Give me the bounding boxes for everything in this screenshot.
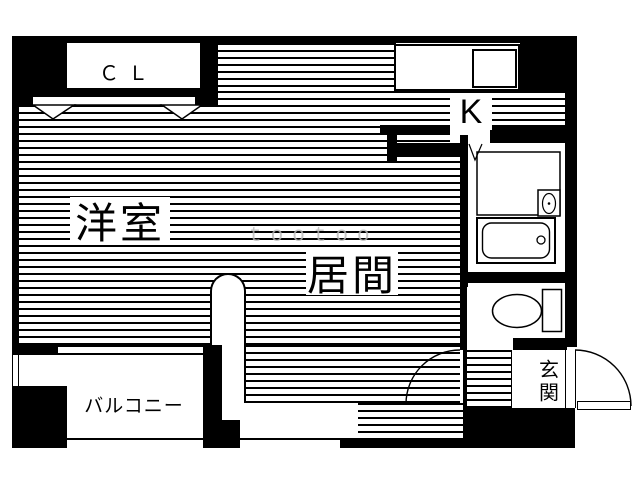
- wall-hallway-left: [463, 338, 467, 410]
- pillar-closet-right: [200, 36, 218, 107]
- wall-bathroom-left: [460, 135, 468, 287]
- floor-hatch-below-closet: [19, 105, 218, 126]
- wall-genkan-mass: [463, 408, 575, 448]
- bathroom-area: [468, 143, 565, 277]
- floor-hatch-living-lower: [222, 345, 460, 403]
- balcony-window: [58, 347, 203, 353]
- kitchen-sink: [472, 49, 517, 88]
- western-room-label: 洋室: [70, 197, 170, 247]
- wall-divider-foot: [203, 420, 240, 448]
- wall-closet-cap-right: [195, 95, 218, 107]
- kitchen-label: K: [450, 93, 492, 131]
- kitchen-counter: [394, 44, 520, 91]
- wall-right: [565, 43, 577, 347]
- wall-closet-band: [19, 88, 203, 97]
- wall-toilet-bottom: [513, 338, 567, 350]
- wall-top: [12, 36, 577, 43]
- wall-bath-toilet: [460, 272, 577, 283]
- wall-toilet-left: [460, 283, 467, 350]
- closet-label: ＣＬ: [88, 57, 159, 85]
- wall-left: [12, 97, 19, 355]
- entrance-door-leaf: [577, 401, 631, 410]
- entrance-door-frame: [565, 350, 576, 408]
- lower-white-area: [222, 403, 358, 438]
- balcony-outer-edge: [12, 355, 19, 386]
- floor-hatch-hallway: [467, 350, 513, 408]
- entrance-door-arc: [574, 349, 632, 407]
- watermark-text: tootoo: [249, 224, 379, 248]
- wall-closet-cap-left: [19, 95, 33, 107]
- wall-stub-horizontal: [397, 143, 460, 157]
- lower-area-bottom-line: [240, 438, 340, 440]
- floor-hatch-living-bottom: [358, 403, 463, 438]
- genkan-step-band: [511, 350, 526, 408]
- wall-under-kitchen-right: [490, 125, 577, 143]
- closet-door-track: [33, 97, 203, 105]
- wall-bottom: [340, 438, 463, 448]
- pillar-bottom-left: [12, 386, 67, 448]
- balcony-label: バルコニー: [76, 392, 192, 417]
- toilet-room-area: [467, 283, 567, 338]
- floor-hatch-kitchen-band: [218, 91, 567, 126]
- living-room-label: 居間: [306, 249, 398, 299]
- wall-stub-vertical: [387, 135, 397, 162]
- balcony-bottom-line: [67, 438, 210, 440]
- pillar-top-left: [12, 36, 67, 97]
- floor-hatch-top-center: [218, 43, 396, 93]
- wall-under-kitchen-left: [380, 125, 450, 135]
- entrance-label: 玄関: [534, 357, 560, 407]
